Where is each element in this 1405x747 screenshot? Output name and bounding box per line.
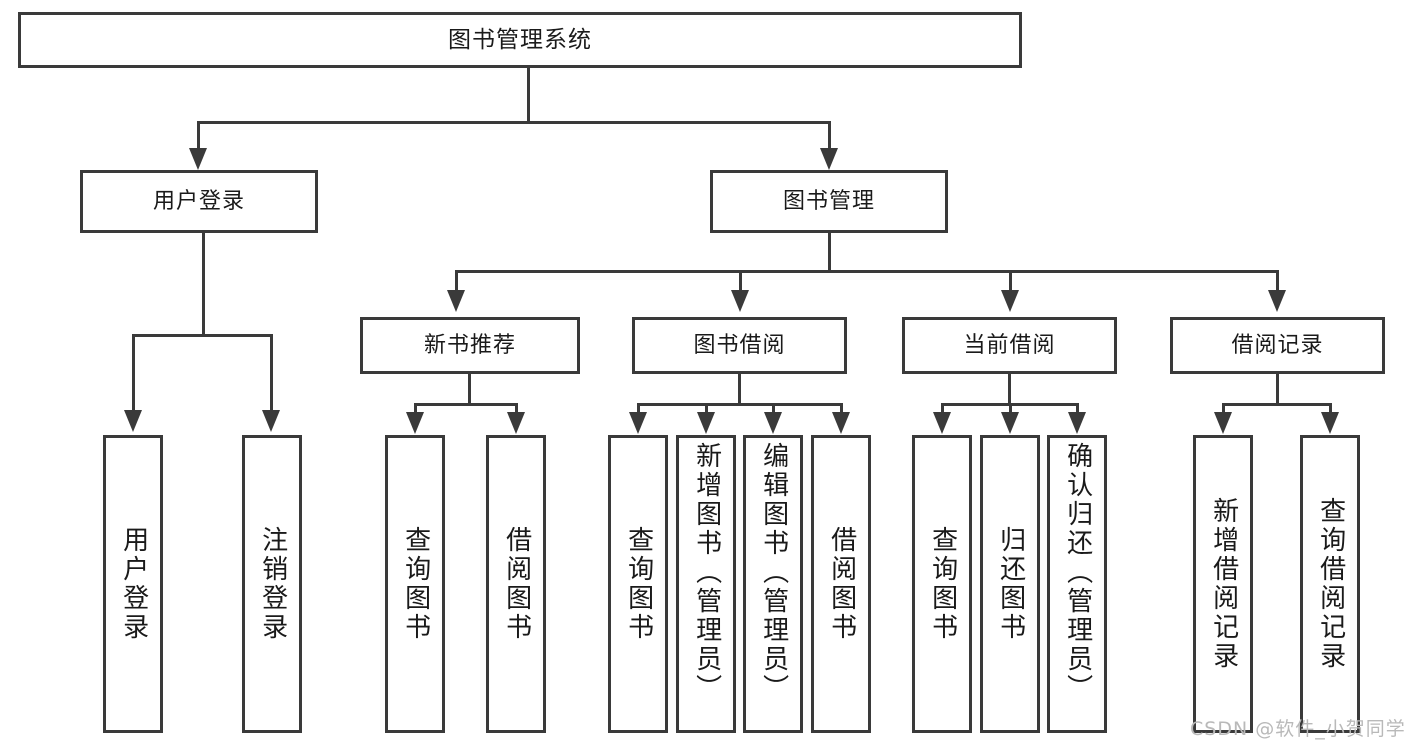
- arrow-nbr-to-leaf-1: [406, 412, 424, 434]
- leaf-user-logout-label: 注销登录: [257, 526, 288, 642]
- connector-user-login-bar: [132, 334, 273, 337]
- connector-br-bar: [1222, 403, 1332, 406]
- leaf-edit-book-label: 编辑图书（管理员）: [758, 442, 789, 703]
- leaf-borrow-book-1-label: 借阅图书: [501, 526, 532, 642]
- leaf-query-book-2[interactable]: 查询图书: [608, 435, 668, 733]
- connector-nbr-stem: [468, 374, 471, 405]
- leaf-query-book-1-label: 查询图书: [400, 526, 431, 642]
- connector-root-bar: [197, 121, 831, 124]
- leaf-add-book[interactable]: 新增图书（管理员）: [676, 435, 736, 733]
- connector-nbr-to-leaf-1: [414, 403, 417, 415]
- node-root-system[interactable]: 图书管理系统: [18, 12, 1022, 68]
- arrow-nbr-to-leaf-2: [507, 412, 525, 434]
- arrow-cb-to-leaf-2: [1001, 412, 1019, 434]
- leaf-add-record[interactable]: 新增借阅记录: [1193, 435, 1253, 733]
- node-borrow-record[interactable]: 借阅记录: [1170, 317, 1385, 374]
- connector-user-login-to-leaf-2: [270, 334, 273, 413]
- leaf-query-record-label: 查询借阅记录: [1315, 497, 1346, 671]
- leaf-confirm-return[interactable]: 确认归还（管理员）: [1047, 435, 1107, 733]
- node-book-management-label: 图书管理: [782, 188, 875, 214]
- connector-nbr-bar: [414, 403, 518, 406]
- connector-cb-stem: [1008, 374, 1011, 405]
- connector-cb-to-leaf-3: [1076, 403, 1079, 415]
- leaf-user-login-label: 用户登录: [118, 526, 149, 642]
- connector-cb-to-leaf-1: [941, 403, 944, 415]
- leaf-edit-book[interactable]: 编辑图书（管理员）: [743, 435, 803, 733]
- arrow-br-to-leaf-2: [1321, 412, 1339, 434]
- connector-nbr-to-leaf-2: [515, 403, 518, 415]
- leaf-return-book-label: 归还图书: [995, 526, 1026, 642]
- connector-bb-bar: [637, 403, 843, 406]
- node-new-book-recommend-label: 新书推荐: [423, 332, 516, 358]
- connector-bb-stem: [738, 374, 741, 405]
- connector-root-stem: [527, 68, 530, 122]
- leaf-query-record[interactable]: 查询借阅记录: [1300, 435, 1360, 733]
- connector-br-stem: [1276, 374, 1279, 405]
- arrow-bm-to-new-book: [447, 290, 465, 312]
- connector-bm-to-borrow-record: [1276, 270, 1279, 292]
- arrow-user-login-to-leaf-1: [124, 410, 142, 432]
- node-current-borrow-label: 当前借阅: [963, 332, 1056, 358]
- connector-br-to-leaf-1: [1222, 403, 1225, 415]
- leaf-borrow-book-1[interactable]: 借阅图书: [486, 435, 546, 733]
- node-user-login[interactable]: 用户登录: [80, 170, 318, 233]
- connector-user-login-stem: [202, 233, 205, 335]
- leaf-query-book-3[interactable]: 查询图书: [912, 435, 972, 733]
- node-borrow-record-label: 借阅记录: [1231, 332, 1324, 358]
- arrow-bm-to-book-borrow: [731, 290, 749, 312]
- arrow-bb-to-leaf-1: [629, 412, 647, 434]
- connector-bb-to-leaf-4: [840, 403, 843, 415]
- connector-book-management-stem: [828, 233, 831, 272]
- connector-root-to-user-login: [197, 121, 200, 151]
- leaf-add-book-label: 新增图书（管理员）: [691, 442, 722, 703]
- node-book-borrow[interactable]: 图书借阅: [632, 317, 847, 374]
- arrow-cb-to-leaf-1: [933, 412, 951, 434]
- node-current-borrow[interactable]: 当前借阅: [902, 317, 1117, 374]
- node-new-book-recommend[interactable]: 新书推荐: [360, 317, 580, 374]
- leaf-borrow-book-2[interactable]: 借阅图书: [811, 435, 871, 733]
- connector-bb-to-leaf-2: [705, 403, 708, 415]
- leaf-query-book-2-label: 查询图书: [623, 526, 654, 642]
- node-user-login-label: 用户登录: [152, 188, 245, 214]
- connector-book-management-bar: [455, 270, 1279, 273]
- arrow-bb-to-leaf-4: [832, 412, 850, 434]
- arrow-root-to-book-management: [820, 148, 838, 170]
- arrow-root-to-user-login: [189, 148, 207, 170]
- leaf-user-login[interactable]: 用户登录: [103, 435, 163, 733]
- connector-br-to-leaf-2: [1329, 403, 1332, 415]
- connector-bm-to-current-borrow: [1009, 270, 1012, 292]
- node-root-system-label: 图书管理系统: [448, 26, 592, 53]
- arrow-bb-to-leaf-3: [764, 412, 782, 434]
- arrow-user-login-to-leaf-2: [262, 410, 280, 432]
- connector-bm-to-new-book: [455, 270, 458, 292]
- arrow-br-to-leaf-1: [1214, 412, 1232, 434]
- arrow-bm-to-borrow-record: [1268, 290, 1286, 312]
- node-book-borrow-label: 图书借阅: [693, 332, 786, 358]
- connector-cb-to-leaf-2: [1009, 403, 1012, 415]
- leaf-query-book-1[interactable]: 查询图书: [385, 435, 445, 733]
- arrow-bb-to-leaf-2: [697, 412, 715, 434]
- leaf-return-book[interactable]: 归还图书: [980, 435, 1040, 733]
- leaf-query-book-3-label: 查询图书: [927, 526, 958, 642]
- connector-bb-to-leaf-3: [772, 403, 775, 415]
- leaf-add-record-label: 新增借阅记录: [1208, 497, 1239, 671]
- node-book-management[interactable]: 图书管理: [710, 170, 948, 233]
- watermark-text: CSDN @软件_小贺同学: [1190, 718, 1405, 740]
- connector-bb-to-leaf-1: [637, 403, 640, 415]
- arrow-bm-to-current-borrow: [1001, 290, 1019, 312]
- leaf-confirm-return-label: 确认归还（管理员）: [1062, 442, 1093, 703]
- connector-user-login-to-leaf-1: [132, 334, 135, 413]
- leaf-borrow-book-2-label: 借阅图书: [826, 526, 857, 642]
- connector-bm-to-book-borrow: [739, 270, 742, 292]
- arrow-cb-to-leaf-3: [1068, 412, 1086, 434]
- connector-root-to-book-management: [828, 121, 831, 151]
- leaf-user-logout[interactable]: 注销登录: [242, 435, 302, 733]
